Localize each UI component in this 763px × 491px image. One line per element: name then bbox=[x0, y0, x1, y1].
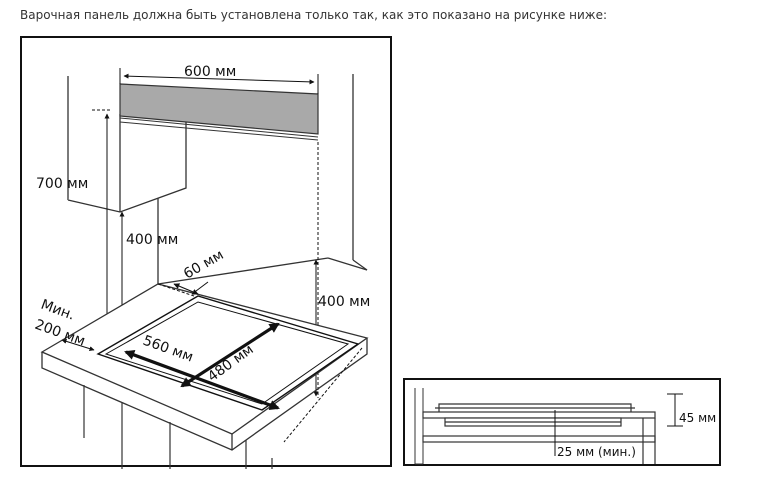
installation-diagram-frame: 600 мм 700 мм 400 мм 400 мм bbox=[20, 36, 392, 469]
installation-diagram: 600 мм 700 мм 400 мм 400 мм bbox=[33, 64, 370, 469]
section-dimensions bbox=[554, 393, 683, 456]
width-label: 600 мм bbox=[184, 64, 236, 80]
section-thickness-label: 45 мм bbox=[679, 411, 716, 425]
cabinet-height-dimension: 700 мм bbox=[36, 109, 112, 339]
instruction-caption: Варочная панель должна быть установлена … bbox=[20, 8, 608, 22]
wall-cabinet bbox=[67, 113, 187, 213]
left-clearance-label: 400 мм bbox=[126, 232, 178, 248]
right-clearance-label: 400 мм bbox=[318, 294, 370, 310]
base-cabinet bbox=[83, 385, 273, 469]
back-gap-dimension: 60 мм bbox=[173, 247, 227, 295]
section-wall bbox=[414, 388, 424, 465]
width-dimension: 600 мм bbox=[119, 64, 319, 94]
cabinet-height-label: 700 мм bbox=[36, 176, 88, 192]
section-min-gap-label: 25 мм (мин.) bbox=[557, 445, 636, 459]
section-hob bbox=[435, 403, 635, 427]
section-diagram-frame: 45 мм 25 мм (мин.) bbox=[403, 378, 721, 466]
section-diagram: 45 мм 25 мм (мин.) bbox=[414, 388, 716, 465]
cooker-hood bbox=[119, 83, 319, 141]
